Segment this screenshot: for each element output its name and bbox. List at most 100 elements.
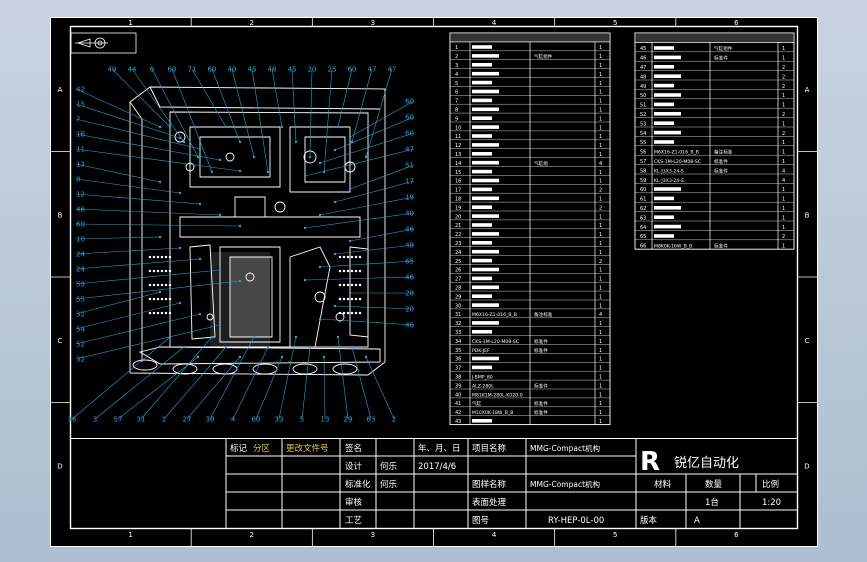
bom-name-cell [472, 285, 499, 290]
part-balloon: 11 [76, 146, 85, 154]
bom-qty: 1 [599, 321, 602, 327]
bom-qty: 4 [599, 312, 602, 318]
bom-seq: 64 [640, 225, 646, 231]
bom-qty: 1 [599, 197, 602, 203]
part-balloon: 46 [405, 274, 414, 282]
part-balloon: 60 [405, 98, 414, 106]
bom-seq: 42 [455, 410, 461, 416]
bom-qty: 1 [599, 366, 602, 372]
part-balloon: 8 [76, 176, 80, 184]
bom-name-cell [654, 130, 681, 135]
bom-name-cell [654, 234, 674, 238]
bom-seq: 48 [640, 74, 646, 80]
bom-name-cell [654, 224, 681, 229]
bom-name-cell [654, 215, 674, 219]
part-balloon: 19 [405, 194, 414, 202]
part-balloon: 60 [405, 114, 414, 122]
part-balloon: 44 [128, 66, 137, 74]
part-balloon: 25 [328, 66, 337, 74]
bom-part-name: M81K1M-280L-K020-0 [472, 392, 523, 398]
part-balloon: 24 [76, 266, 85, 274]
bom-qty: 1 [599, 410, 602, 416]
zone-letter-left: A [58, 86, 63, 94]
bom-qty: 1 [599, 143, 602, 149]
tb-change-file: 更改文件号 [286, 443, 329, 454]
bom-seq: 23 [455, 241, 461, 247]
bom-seq: 36 [455, 357, 461, 363]
bom-seq: 37 [455, 366, 461, 372]
bom-seq: 40 [455, 392, 461, 398]
bom-part-name: M10X0K-18W_B_B [472, 410, 513, 416]
bom-part-name: M6X16-Z1-016_B_B [654, 150, 699, 156]
zone-number-top: 2 [250, 19, 254, 27]
bom-qty: 2 [599, 205, 602, 211]
bom-name-cell [472, 241, 492, 245]
bom-qty: 1 [782, 93, 785, 99]
bom-name-cell [472, 45, 492, 49]
bom-qty: 1 [599, 339, 602, 345]
zone-letter-left: D [57, 462, 62, 470]
part-balloon: 65 [405, 258, 414, 266]
bom-seq: 51 [640, 103, 646, 109]
bom-name-cell [472, 152, 492, 156]
bom-note: 标准件 [534, 347, 548, 354]
projection-symbol [70, 32, 137, 54]
tb-surface-label: 表面处理 [472, 497, 507, 508]
part-balloon: 60 [168, 66, 177, 74]
bom-seq: 30 [455, 303, 461, 309]
bom-seq: 56 [640, 150, 646, 156]
bom-qty: 1 [782, 46, 785, 52]
bom-qty: 2 [782, 131, 785, 137]
bom-qty: 1 [782, 121, 785, 127]
bom-name-cell [654, 206, 681, 210]
bom-seq: 52 [640, 112, 646, 118]
bom-seq: 34 [455, 339, 461, 345]
bom-part-name: ALZ-280L [472, 383, 494, 389]
part-balloon: 40 [405, 210, 414, 218]
bom-name-cell [654, 140, 674, 144]
bom-name-cell [472, 187, 492, 192]
bom-name-cell [472, 125, 499, 129]
bom-seq: 28 [455, 286, 461, 292]
part-balloon: 12 [76, 191, 85, 199]
bom-seq: 63 [640, 215, 646, 221]
bom-name-cell [472, 160, 499, 165]
bom-qty: 1 [599, 45, 602, 51]
bom-qty: 1 [599, 330, 602, 336]
bom-name-cell [472, 267, 499, 272]
part-balloon: 3 [93, 416, 97, 424]
bom-qty: 1 [599, 99, 602, 105]
bom-note: 气缸组件 [534, 53, 553, 60]
tb-version-value: A [694, 516, 700, 526]
bom-qty: 1 [782, 159, 785, 165]
part-balloon: 6 [150, 66, 155, 74]
zone-number-bottom: 3 [371, 531, 375, 539]
bom-seq: 54 [640, 131, 646, 137]
bom-part-name: 气缸 [472, 400, 482, 407]
part-balloon: 60 [405, 130, 414, 138]
bom-seq: 50 [640, 93, 646, 99]
bom-note: 标准件 [714, 55, 728, 62]
bom-note: 标准件 [534, 382, 548, 389]
part-balloon: 20 [308, 66, 317, 74]
tb-sign: 签名 [345, 443, 362, 454]
bom-seq: 29 [455, 294, 461, 300]
bom-part-name: KL-J3X3-24-S [654, 178, 684, 184]
bom-seq: 58 [640, 168, 646, 174]
bom-seq: 5 [455, 81, 458, 87]
bom-seq: 14 [455, 161, 461, 167]
part-balloon: 42 [76, 86, 85, 94]
bom-name-cell [472, 134, 492, 138]
bom-seq: 33 [455, 330, 461, 336]
bom-qty: 1 [599, 223, 602, 229]
bom-qty: 4 [782, 178, 785, 184]
bom-name-cell [654, 65, 674, 69]
bom-qty: 1 [782, 150, 785, 156]
bom-seq: 53 [640, 121, 646, 127]
part-balloon: 47 [368, 66, 377, 74]
part-balloon: 13 [76, 161, 85, 169]
bom-seq: 55 [640, 140, 646, 146]
part-balloon: 4 [231, 416, 236, 424]
